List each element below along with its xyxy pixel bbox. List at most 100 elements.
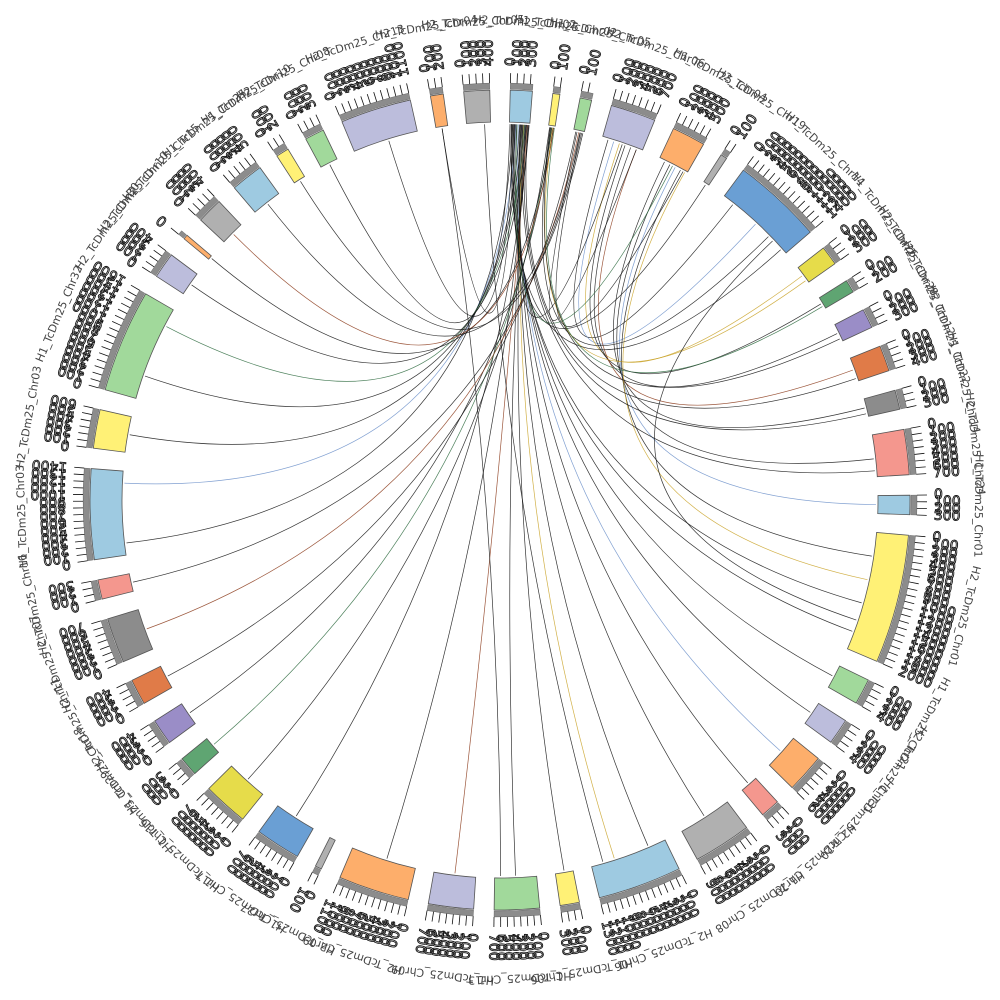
tick-mark (847, 729, 857, 736)
tick-label: 200 (428, 43, 448, 72)
tick-mark (207, 188, 215, 197)
tick-mark (406, 83, 410, 94)
tick-mark (127, 290, 137, 297)
tick-label: 0 (154, 212, 171, 230)
tick-mark (94, 365, 105, 370)
tick-mark (202, 193, 210, 202)
tick-mark (914, 542, 925, 544)
axis-band (904, 427, 917, 475)
tick-label: 700 (57, 618, 87, 641)
ideogram-block (305, 129, 338, 168)
tick-mark (187, 208, 196, 216)
tick-label: 600 (493, 934, 509, 961)
tick-mark (840, 740, 849, 748)
tick-mark (607, 902, 611, 913)
tick-mark (278, 134, 285, 144)
tick-label: 100 (555, 43, 575, 72)
tick-mark (828, 237, 838, 244)
tick-mark (341, 103, 346, 113)
tick-mark (905, 594, 916, 598)
tick-mark (914, 548, 925, 551)
tick-mark (91, 620, 102, 625)
tick-mark (129, 706, 139, 713)
tick-mark (890, 645, 901, 650)
tick-mark (88, 384, 99, 389)
ideogram-block (723, 169, 811, 254)
tick-label: 0 (548, 60, 565, 71)
tick-mark (424, 910, 428, 921)
tick-mark (390, 903, 395, 914)
ideogram-block (341, 99, 418, 152)
tick-label: 200 (517, 40, 534, 68)
tick-mark (82, 587, 93, 591)
segment-h1-tcdm25-chr08-19: 0100200300400500600700800900H1_TcDm25_Ch… (681, 801, 807, 935)
tick-mark (307, 872, 313, 882)
tick-mark (734, 844, 741, 854)
tick-mark (688, 118, 694, 129)
tick-label: 0 (453, 58, 470, 68)
tick-mark (216, 811, 224, 820)
tick-label: 300 (473, 39, 490, 66)
tick-label: 200 (41, 542, 69, 561)
link-57 (654, 240, 857, 621)
tick-mark (693, 121, 700, 132)
tick-mark (97, 639, 108, 644)
link-55 (543, 127, 840, 388)
tick-mark (221, 815, 229, 824)
tick-mark (893, 358, 904, 363)
tick-mark (83, 593, 94, 597)
tick-mark (228, 170, 236, 179)
link-14 (247, 127, 550, 780)
tick-mark (141, 266, 151, 273)
link-41 (619, 167, 876, 505)
tick-label: 0 (60, 436, 71, 453)
tick-mark (73, 527, 84, 529)
tick-mark (663, 883, 669, 893)
axis-band (86, 407, 100, 449)
tick-label: 300 (921, 390, 951, 412)
tick-label: 200 (563, 927, 583, 956)
ideogram-block (827, 665, 869, 704)
tick-mark (625, 92, 630, 103)
tick-label: 1300 (31, 463, 68, 481)
chromosome-label: H1_TcDm25_Chr13 (468, 969, 572, 986)
tick-mark (911, 568, 922, 571)
tick-label: 0 (576, 924, 593, 936)
link-49 (517, 124, 623, 318)
tick-mark (288, 862, 295, 872)
tick-label: 300 (47, 577, 76, 598)
ideogram-block (681, 801, 748, 860)
tick-mark (533, 915, 536, 926)
chromosome-label: H1_TcDm25_Chr09 (391, 962, 495, 987)
tick-mark (874, 682, 884, 688)
tick-label: 400 (46, 405, 75, 426)
tick-mark (211, 807, 219, 815)
segment-h2-tcdm25-chr06-20: 0100200300400500600700800900100011001200… (591, 839, 714, 974)
tick-mark (911, 432, 922, 436)
tick-mark (717, 855, 724, 865)
tick-label: 300 (368, 916, 391, 946)
tick-label: 300 (556, 928, 576, 957)
axis-band (148, 721, 169, 747)
tick-mark (776, 811, 785, 820)
ideogram-block (834, 309, 873, 342)
tick-mark (231, 824, 239, 833)
tick-mark (626, 897, 631, 907)
tick-mark (85, 600, 96, 604)
tick-mark (74, 466, 85, 469)
tick-mark (559, 77, 563, 88)
tick-mark (836, 746, 845, 753)
tick-mark (143, 730, 153, 737)
tick-mark (859, 282, 869, 289)
axis-band (428, 86, 444, 96)
tick-mark (90, 378, 101, 382)
tick-mark (192, 203, 201, 211)
axis-band (611, 98, 658, 120)
tick-label: 0 (577, 64, 594, 76)
axis-band (792, 758, 824, 793)
tick-mark (885, 657, 896, 663)
tick-mark (386, 88, 390, 99)
axis-band (763, 802, 783, 821)
